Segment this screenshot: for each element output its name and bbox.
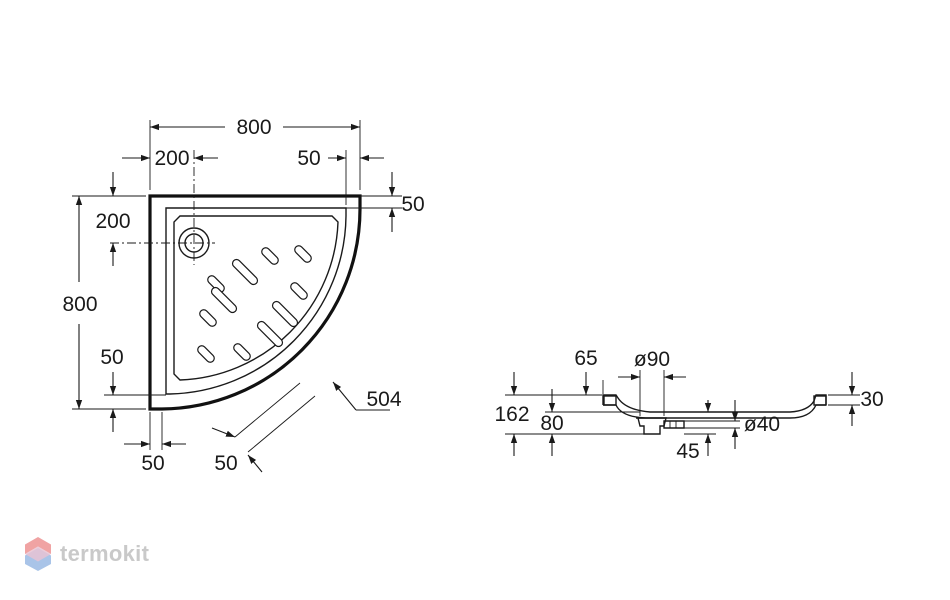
section-view: 65 ø90 30 162 80 ø40 45 bbox=[494, 347, 883, 463]
watermark: termokit bbox=[24, 536, 149, 572]
dim-arc-radius: 504 bbox=[366, 388, 401, 411]
outlet-pipe bbox=[663, 420, 685, 429]
rim-left bbox=[603, 395, 617, 406]
dim-total-height: 162 bbox=[494, 403, 529, 426]
watermark-brand-text: termokit bbox=[60, 541, 150, 566]
dim-tray-height: 80 bbox=[540, 412, 563, 435]
dim-drain-diameter: ø90 bbox=[634, 348, 670, 371]
dim-drain-offset-x: 200 bbox=[154, 147, 189, 170]
dim-outlet-height: 45 bbox=[676, 440, 699, 463]
drain-body bbox=[637, 417, 667, 435]
plan-view: 800 200 50 50 200 800 50 bbox=[62, 116, 424, 475]
dim-corner-offset-x: 50 bbox=[297, 147, 320, 170]
dim-drain-position: 65 bbox=[574, 347, 597, 370]
dim-drain-offset-y: 200 bbox=[95, 210, 130, 233]
dim-rim-bottom: 50 bbox=[141, 452, 164, 475]
dim-rim-height: 30 bbox=[860, 388, 883, 411]
rim-right bbox=[813, 395, 827, 406]
tray-section-profile bbox=[602, 394, 827, 419]
termokit-logo-icon bbox=[25, 537, 51, 571]
tray-outer-outline bbox=[148, 194, 362, 411]
tray-inner-outline bbox=[165, 207, 347, 395]
dim-height-total: 800 bbox=[62, 293, 97, 316]
tray-inner-outline-2 bbox=[173, 215, 339, 381]
dim-rim-left: 50 bbox=[100, 346, 123, 369]
dim-outlet-diameter: ø40 bbox=[744, 413, 780, 436]
dim-width-total: 800 bbox=[236, 116, 271, 139]
anti-slip-slots bbox=[197, 245, 312, 363]
dim-corner-offset-y: 50 bbox=[401, 193, 424, 216]
dim-arc-rim: 50 bbox=[214, 452, 237, 475]
